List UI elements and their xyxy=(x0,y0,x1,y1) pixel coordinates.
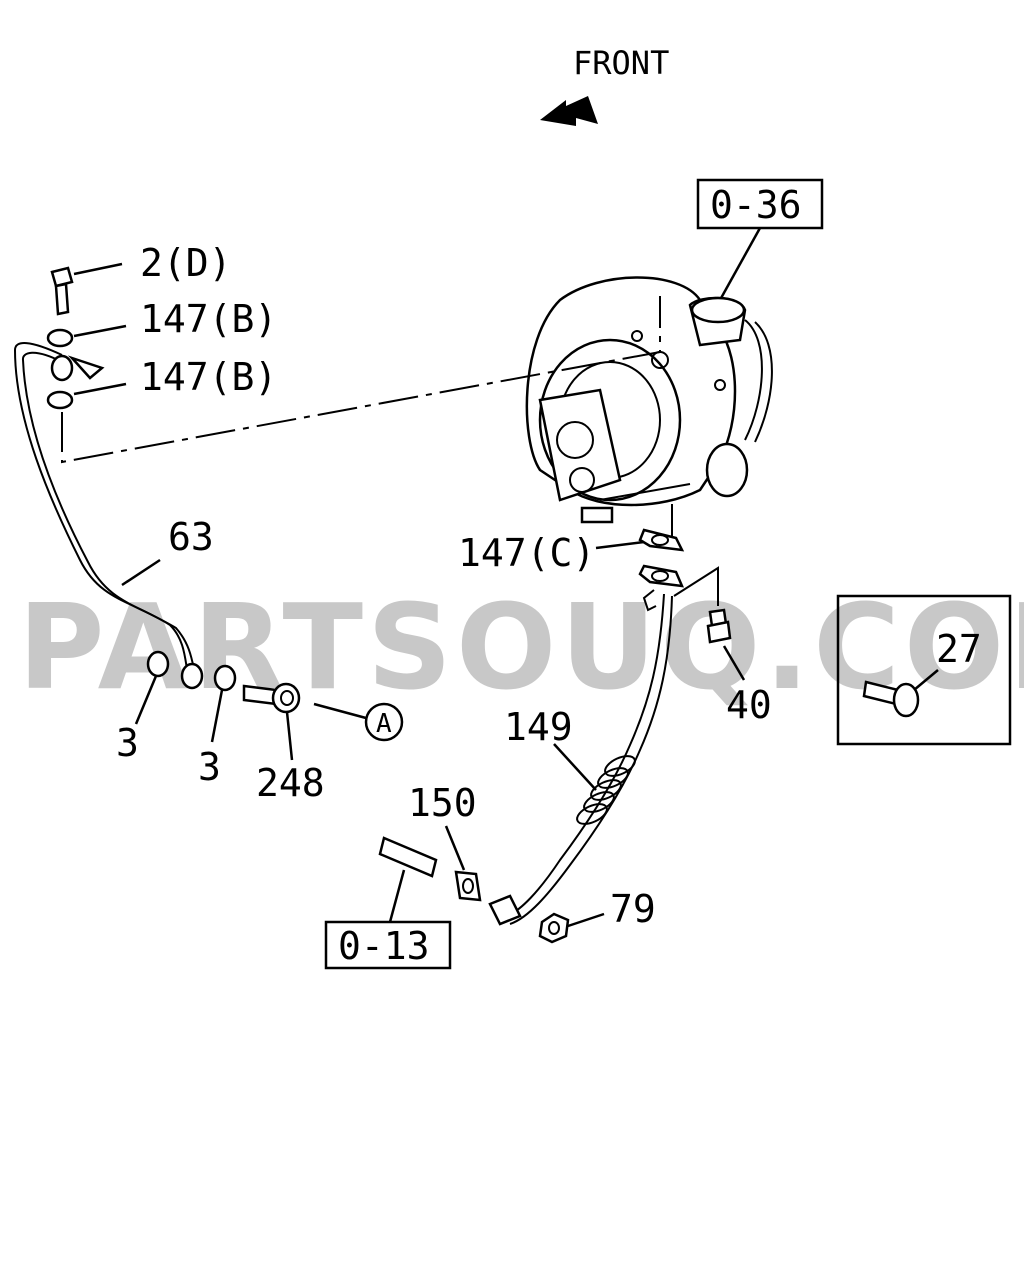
front-arrow-icon xyxy=(540,96,598,126)
callout-147b-lower: 147(B) xyxy=(140,355,277,399)
turbocharger-assembly[interactable] xyxy=(525,276,773,524)
oil-return-pipe-149[interactable] xyxy=(488,589,673,926)
callout-79: 79 xyxy=(610,887,656,931)
leader-248 xyxy=(285,711,294,761)
callout-3-left: 3 xyxy=(116,721,139,765)
nut-79[interactable] xyxy=(538,912,570,944)
oil-feed-pipe-63[interactable] xyxy=(13,342,204,690)
callout-40: 40 xyxy=(726,683,772,727)
leader-0-13 xyxy=(388,869,406,923)
leader-40 xyxy=(722,645,746,681)
leader-3-right xyxy=(210,689,224,743)
leader-2d xyxy=(73,262,123,276)
washer-147b-lower[interactable] xyxy=(46,390,74,410)
gasket-147c[interactable] xyxy=(638,528,685,588)
callout-27: 27 xyxy=(936,627,982,671)
callout-147c: 147(C) xyxy=(458,531,595,575)
bolt-40-center-line xyxy=(673,566,719,606)
ref-label-0-13: 0-13 xyxy=(338,924,430,968)
callout-3-right: 3 xyxy=(198,745,221,789)
ref-label-0-36: 0-36 xyxy=(710,183,802,227)
leader-ref-a xyxy=(313,702,367,720)
leader-3-left xyxy=(134,675,158,725)
callout-248: 248 xyxy=(256,761,325,805)
assembly-center-line xyxy=(61,296,661,464)
watermark-text: PARTSOUQ.COM xyxy=(18,578,1024,716)
washer-3-right[interactable] xyxy=(213,664,237,692)
leader-0-36 xyxy=(718,227,762,301)
union-bolt-248[interactable] xyxy=(242,682,301,714)
bolt-2d[interactable] xyxy=(50,266,74,316)
leader-147b-lower xyxy=(73,382,127,396)
washer-3-left[interactable] xyxy=(146,650,170,678)
leader-147b-upper xyxy=(73,324,127,338)
leader-27 xyxy=(913,669,939,691)
washer-147b-upper[interactable] xyxy=(46,328,74,348)
bolt-40[interactable] xyxy=(706,608,732,644)
callout-150: 150 xyxy=(408,781,477,825)
leader-147c xyxy=(595,540,645,550)
leader-150 xyxy=(444,825,466,871)
ref-box-0-36[interactable]: 0-36 xyxy=(696,178,824,230)
ref-circle-a-label: A xyxy=(376,709,392,739)
leader-149 xyxy=(553,743,597,791)
inset-box-27[interactable] xyxy=(836,594,1012,746)
gasket-150[interactable] xyxy=(454,870,482,902)
front-label: FRONT xyxy=(573,44,669,82)
callout-149: 149 xyxy=(504,705,573,749)
stud-0-13[interactable] xyxy=(378,836,438,878)
callout-63: 63 xyxy=(168,515,214,559)
leader-63 xyxy=(121,558,161,587)
callout-2d: 2(D) xyxy=(140,241,232,285)
callout-147b-upper: 147(B) xyxy=(140,297,277,341)
ref-box-0-13[interactable]: 0-13 xyxy=(324,920,452,970)
leader-79 xyxy=(567,912,605,928)
ref-circle-a[interactable]: A xyxy=(364,702,404,742)
